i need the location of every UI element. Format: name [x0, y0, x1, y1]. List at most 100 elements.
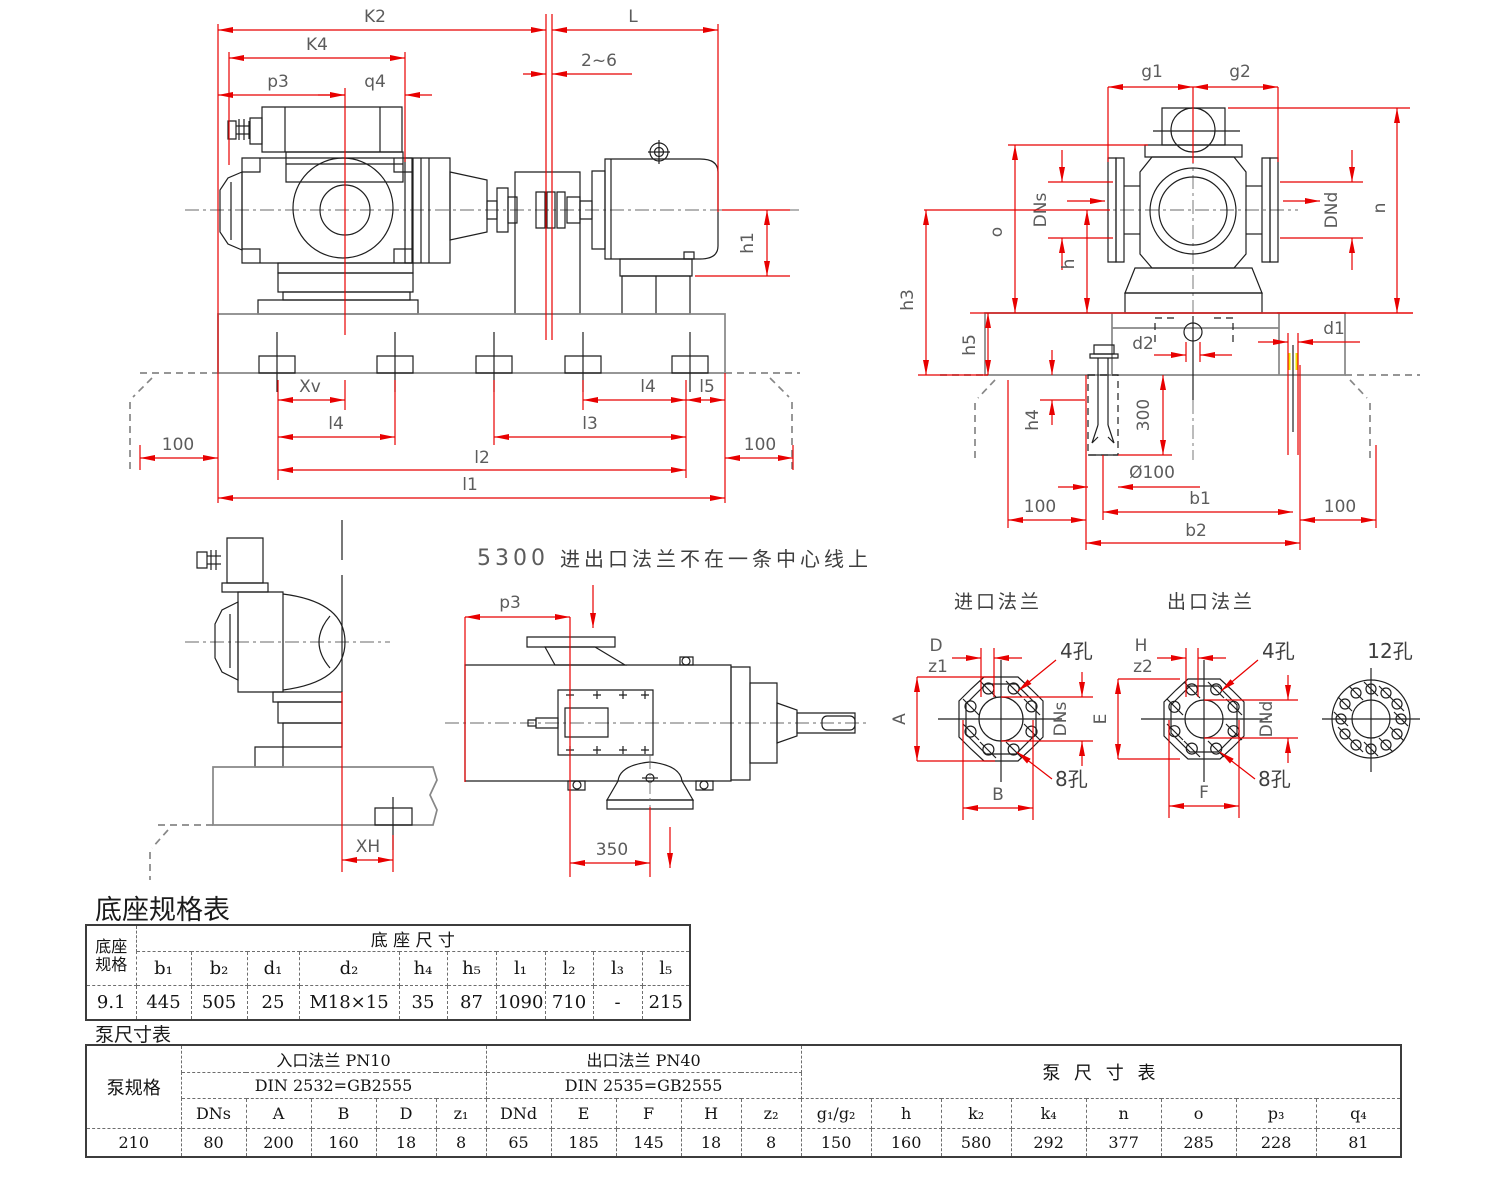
dim-b1: b1 [1189, 489, 1211, 509]
dim-outlet-e: E [1091, 714, 1111, 725]
round-flange-view: 12孔 [1322, 639, 1420, 772]
outlet-4holes-label: 4孔 [1262, 639, 1295, 663]
val-ph: 160 [870, 1127, 942, 1158]
inlet-flange-title: 进口法兰 [954, 591, 1042, 613]
val-e: 185 [550, 1127, 617, 1158]
base-val-l2: 710 [544, 985, 594, 1020]
end-view-foundation [940, 313, 1420, 458]
inlet-group-line2: DIN 2532=GB2555 [180, 1071, 487, 1099]
val-dns: 80 [180, 1127, 247, 1158]
val-g1g2: 150 [800, 1127, 872, 1158]
base-val-h5: 87 [446, 985, 497, 1020]
base-val-l3: - [592, 985, 643, 1020]
dim-gap: 2~6 [581, 51, 617, 71]
dim-100-left: 100 [162, 435, 194, 455]
base-table-corner: 底座规格 [85, 924, 137, 986]
dim-h4: h4 [1023, 409, 1043, 431]
front-view-pump-pedestal [258, 263, 418, 314]
val-spec: 210 [85, 1127, 182, 1158]
side-view-dimensions: XH [342, 692, 393, 872]
outlet-flange-dimensions: H z2 4孔 E DNd 8孔 F [1091, 636, 1298, 818]
base-table-row: 9.1 445 505 25 M18×15 35 87 1090 710 - 2… [85, 985, 691, 1020]
dim-100-ev-left: 100 [1024, 497, 1056, 517]
outlet-flange-view: 出口法兰 H z2 4孔 E DNd 8孔 F [1091, 591, 1298, 818]
dim-p3: p3 [267, 72, 289, 92]
dim-100-right: 100 [744, 435, 776, 455]
dim-p3-top: p3 [499, 593, 521, 613]
end-view: g1 g2 n DNd DNs o h h3 h5 h4 [898, 62, 1420, 550]
base-col-l3: l₃ [592, 951, 643, 986]
dim-h: h [1059, 259, 1079, 270]
dim-xv: Xv [299, 377, 321, 397]
base-val-spec: 9.1 [85, 985, 137, 1020]
dim-b2: b2 [1185, 521, 1207, 541]
front-view-motor [592, 140, 718, 314]
front-view-dimensions: K2 L K4 2~6 p3 q4 h1 Xv l4 l5 l4 l3 100 [140, 7, 793, 503]
end-view-casing [1108, 108, 1278, 313]
dim-inlet-z1: z1 [928, 657, 948, 677]
dim-inlet-d: D [929, 636, 942, 656]
dim-300: 300 [1134, 399, 1154, 431]
front-view: K2 L K4 2~6 p3 q4 h1 Xv l4 l5 l4 l3 100 [130, 7, 800, 503]
drawing-canvas: K2 L K4 2~6 p3 q4 h1 Xv l4 l5 l4 l3 100 [0, 7, 1497, 885]
base-table: 底座规格 底 座 尺 寸 b₁ b₂ d₁ d₂ h₄ h₅ l₁ l₂ l₃ … [85, 924, 692, 1021]
val-o: 285 [1160, 1127, 1237, 1158]
outlet-group-line2: DIN 2535=GB2555 [485, 1071, 802, 1099]
side-view: XH [150, 520, 437, 880]
dim-g2: g2 [1229, 62, 1251, 82]
col-ph: h [870, 1097, 942, 1129]
base-col-l1: l₁ [495, 951, 546, 986]
col-e: E [550, 1097, 617, 1129]
inlet-group-line1: 入口法兰 PN10 [180, 1044, 487, 1073]
note: 5300 进出口法兰不在一条中心线上 [477, 546, 868, 571]
outlet-flange-title: 出口法兰 [1167, 591, 1255, 613]
col-dns: DNs [180, 1097, 247, 1129]
inlet-flange-dimensions: D z1 4孔 A DNs 8孔 B [890, 636, 1093, 820]
base-table-title: 底座规格表 [95, 895, 230, 926]
pump-group-header: 泵 尺 寸 表 [800, 1044, 1402, 1099]
inlet-bolt-holes [963, 681, 1040, 758]
col-n: n [1085, 1097, 1162, 1129]
dim-dia100: Ø100 [1129, 463, 1175, 483]
dim-l3: l3 [582, 414, 598, 434]
col-dnd: DNd [485, 1097, 552, 1129]
base-col-h4: h₄ [398, 951, 448, 986]
flange-views: 进口法兰 D z1 4孔 A DNs 8孔 B [890, 591, 1420, 820]
col-z1: z₁ [435, 1097, 487, 1129]
base-val-h4: 35 [398, 985, 448, 1020]
note-number: 5300 [477, 546, 549, 571]
val-d: 18 [375, 1127, 437, 1158]
dim-o: o [987, 227, 1007, 237]
dim-l2: l2 [474, 448, 490, 468]
dim-h3: h3 [898, 289, 918, 311]
base-col-b1: b₁ [135, 951, 192, 986]
val-b: 160 [310, 1127, 377, 1158]
col-p3: p₃ [1235, 1097, 1317, 1129]
base-col-l2: l₂ [544, 951, 594, 986]
inlet-8holes-label: 8孔 [1055, 767, 1088, 791]
dim-l4-left: l4 [328, 414, 344, 434]
base-col-d2: d₂ [298, 951, 400, 986]
dim-n: n [1370, 203, 1390, 214]
base-val-b1: 445 [135, 985, 192, 1020]
col-g1g2: g₁/g₂ [800, 1097, 872, 1129]
val-z2: 8 [740, 1127, 802, 1158]
val-n: 377 [1085, 1127, 1162, 1158]
pump-table-row: 210 80 200 160 18 8 65 185 145 18 8 150 … [85, 1127, 1402, 1158]
dim-outlet-dnd: DNd [1257, 701, 1277, 738]
dim-dnd: DNd [1322, 192, 1342, 229]
top-view-dimensions: p3 350 [465, 585, 673, 877]
val-p3: 228 [1235, 1127, 1317, 1158]
front-view-coupling [497, 172, 592, 314]
dim-g1: g1 [1141, 62, 1163, 82]
dim-d2: d2 [1132, 334, 1154, 354]
dim-outlet-h: H [1135, 636, 1148, 656]
base-table-group-header: 底 座 尺 寸 [135, 924, 691, 952]
dim-h1: h1 [738, 232, 758, 254]
col-f: F [615, 1097, 682, 1129]
dim-inlet-a: A [890, 713, 910, 725]
col-b: B [310, 1097, 377, 1129]
val-a: 200 [245, 1127, 312, 1158]
val-z1: 8 [435, 1127, 487, 1158]
